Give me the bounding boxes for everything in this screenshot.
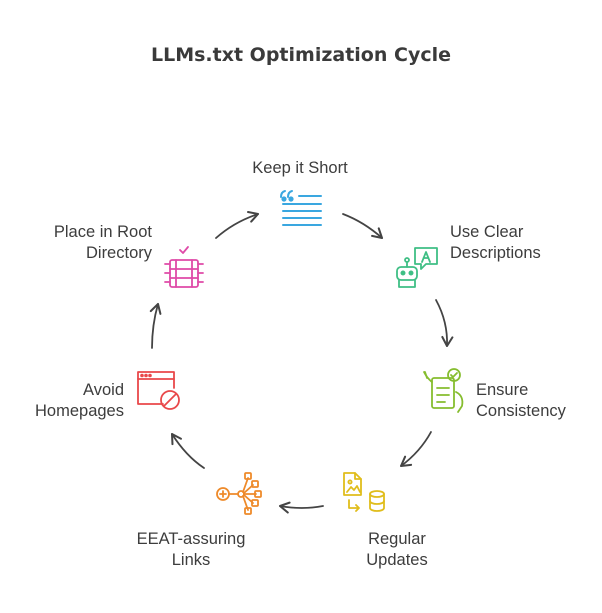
arrow-short-to-descriptions	[342, 213, 384, 240]
step-label-avoid-homepages: Avoid Homepages	[35, 381, 124, 420]
arrow-descriptions-to-consistency	[435, 299, 454, 348]
step-label-keep-short: Keep it Short	[252, 159, 348, 177]
arrow-consistency-to-updates	[399, 431, 432, 468]
browser-blocked-icon	[137, 371, 180, 410]
server-rack-icon	[164, 246, 204, 288]
diagram-title: LLMs.txt Optimization Cycle	[150, 44, 451, 66]
arrow-homepages-to-root	[149, 302, 162, 349]
file-database-icon	[343, 472, 385, 512]
checklist-hand-icon	[423, 368, 464, 413]
step-label-consistency: Ensure Consistency	[476, 381, 566, 420]
network-nodes-icon	[216, 472, 262, 515]
quote-lines-icon	[280, 190, 322, 226]
step-label-eeat-links: EEAT-assuring Links	[136, 530, 246, 569]
arrow-root-to-short	[215, 211, 260, 239]
robot-speech-icon	[396, 247, 438, 288]
step-label-root-directory: Place in Root Directory	[53, 223, 152, 262]
arrow-links-to-homepages	[170, 432, 205, 469]
step-label-clear-descriptions: Use Clear Descriptions	[450, 223, 541, 262]
arrow-updates-to-links	[278, 501, 324, 514]
step-label-regular-updates: Regular Updates	[366, 530, 428, 569]
